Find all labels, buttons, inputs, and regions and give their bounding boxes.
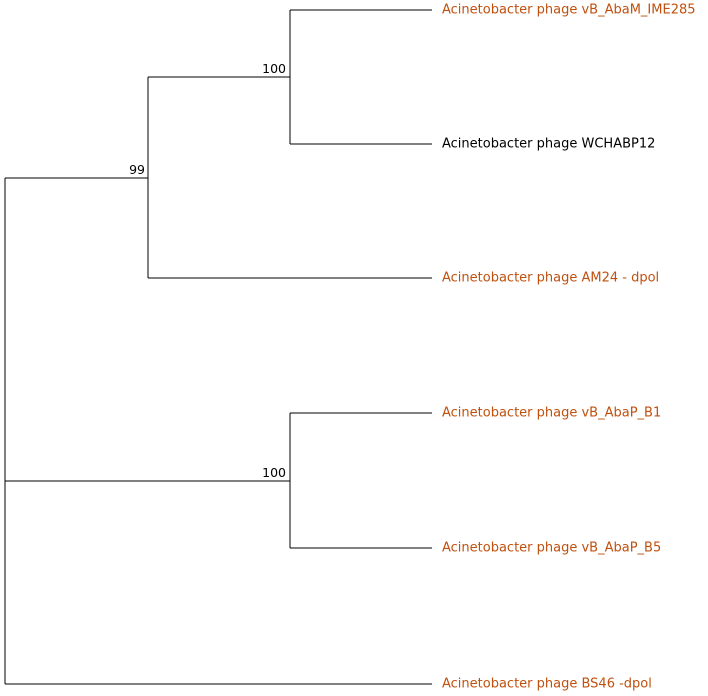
leaf-label-b1: Acinetobacter phage vB_AbaP_B1 (442, 406, 661, 421)
leaf-label-am24: Acinetobacter phage AM24 - dpol (442, 271, 659, 286)
support-value-clade-a1: 100 (262, 61, 286, 76)
leaf-label-ime285: Acinetobacter phage vB_AbaM_IME285 (442, 3, 696, 18)
leaf-label-wchabp12: Acinetobacter phage WCHABP12 (442, 137, 655, 152)
leaf-label-b5: Acinetobacter phage vB_AbaP_B5 (442, 541, 661, 556)
support-value-clade-b: 100 (262, 465, 286, 480)
leaf-label-bs46: Acinetobacter phage BS46 -dpol (442, 677, 652, 692)
support-value-clade-a: 99 (129, 162, 145, 177)
